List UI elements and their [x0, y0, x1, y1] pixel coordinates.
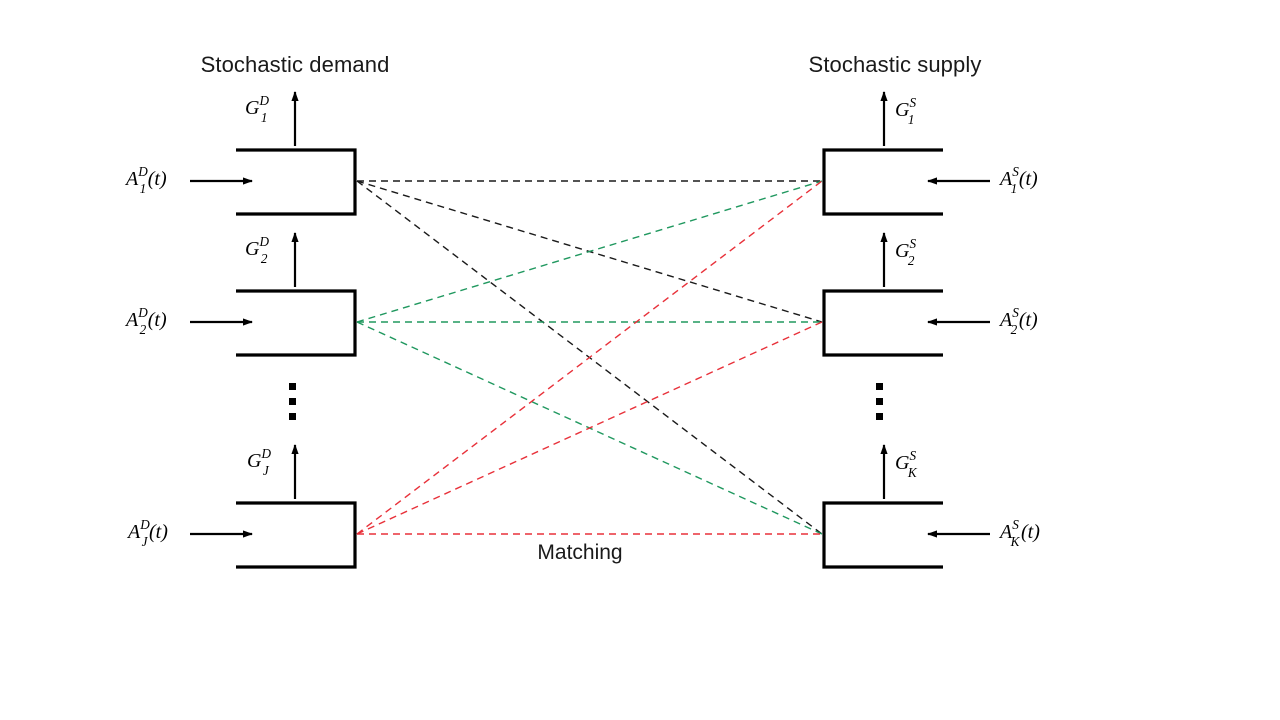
queue-box-S1 — [822, 148, 943, 216]
supply-arrival-arrows — [927, 177, 990, 538]
ellipsis-marks — [289, 383, 883, 420]
vertical-ellipsis-icon-supply — [876, 383, 883, 420]
demand-queue-boxes — [236, 148, 357, 569]
queue-box-DJ — [236, 501, 357, 569]
queue-box-D1 — [236, 148, 357, 216]
queue-box-SK — [822, 501, 943, 569]
queue-box-D2 — [236, 289, 357, 357]
queue-box-S2 — [822, 289, 943, 357]
supply-queue-boxes — [822, 148, 943, 569]
matching-edges — [356, 180, 823, 535]
vertical-ellipsis-icon-demand — [289, 383, 296, 420]
edge-D2-S1 — [356, 180, 823, 323]
edge-DJ-S1 — [356, 180, 823, 535]
edge-DJ-S2 — [356, 321, 823, 535]
demand-arrival-arrows — [190, 177, 253, 538]
